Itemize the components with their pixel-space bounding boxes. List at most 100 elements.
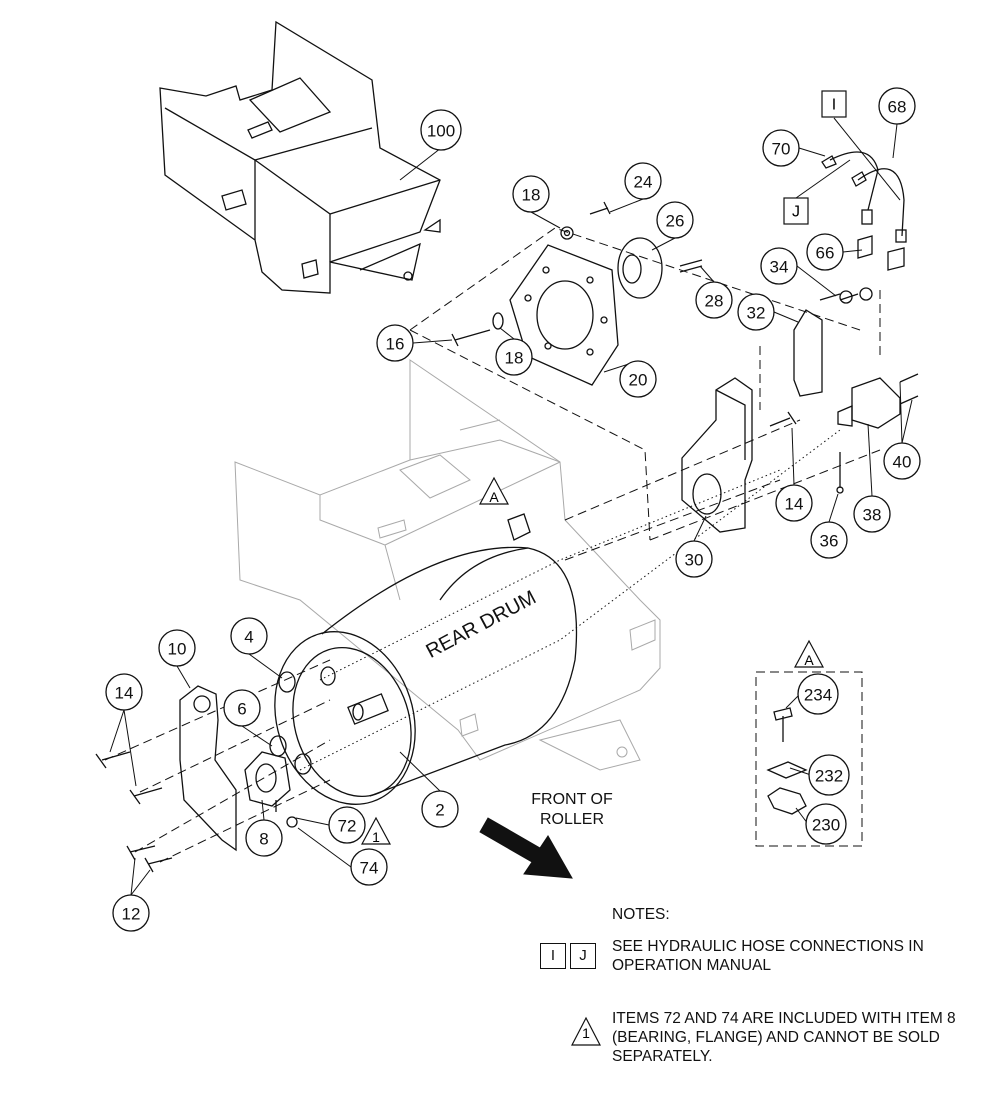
callout-number: 18: [522, 186, 541, 205]
callout-circle: [495, 338, 533, 376]
note1-text: SEE HYDRAULIC HOSE CONNECTIONS IN OPERAT…: [612, 938, 924, 974]
callout-c2: 2: [421, 790, 459, 828]
callout-circle: [853, 495, 891, 533]
callout-number: 232: [815, 767, 843, 786]
callout-c20: 20: [619, 360, 657, 398]
square-tag-tagJ: J: [783, 197, 809, 225]
callout-number: 72: [338, 817, 357, 836]
callout-circle: [619, 360, 657, 398]
front-of-roller-label-line2: ROLLER: [540, 811, 604, 828]
front-direction-arrow: [479, 817, 573, 879]
callout-circle: [656, 201, 694, 239]
callout-number: 24: [634, 173, 653, 192]
callout-circle: [878, 87, 916, 125]
triangle-tag-label: A: [804, 652, 814, 668]
callout-number: 16: [386, 335, 405, 354]
detail-a-box: [507, 513, 863, 847]
callout-c26: 26: [656, 201, 694, 239]
callout-circle: [420, 109, 462, 151]
right-bracket-group: [681, 287, 919, 533]
callout-number: 40: [893, 453, 912, 472]
callout-circle: [737, 293, 775, 331]
callout-circle: [805, 803, 847, 845]
callout-c28: 28: [695, 281, 733, 319]
callout-number: 32: [747, 304, 766, 323]
triangle-tag-label: 1: [372, 829, 380, 845]
callout-circle: [350, 848, 388, 886]
callout-c34: 34: [760, 247, 798, 285]
callout-number: 230: [812, 816, 840, 835]
callout-c72: 72: [328, 806, 366, 844]
callout-number: 14: [115, 684, 134, 703]
callout-circle: [762, 129, 800, 167]
left-bracket-group: [95, 666, 336, 873]
front-of-roller-label-line1: FRONT OF: [531, 791, 613, 808]
callout-number: 6: [237, 700, 246, 719]
callout-c24: 24: [624, 162, 662, 200]
callout-number: 4: [244, 628, 253, 647]
callout-number: 2: [435, 801, 444, 820]
callout-number: 100: [427, 122, 455, 141]
callout-c18b: 18: [495, 338, 533, 376]
square-tag-layer: IJ: [783, 90, 847, 225]
callout-c36: 36: [810, 521, 848, 559]
callout-number: 70: [772, 140, 791, 159]
callout-number: 68: [888, 98, 907, 117]
notes-title: NOTES:: [612, 906, 670, 923]
callout-circle: [775, 484, 813, 522]
callout-c66: 66: [806, 233, 844, 271]
callout-c14a: 14: [775, 484, 813, 522]
callout-c6: 6: [223, 689, 261, 727]
callout-c8: 8: [245, 819, 283, 857]
callout-number: 10: [168, 640, 187, 659]
callout-number: 234: [804, 686, 832, 705]
callout-circle: [883, 442, 921, 480]
callout-number: 8: [259, 830, 268, 849]
callout-circle: [695, 281, 733, 319]
callout-c32: 32: [737, 293, 775, 331]
callout-c232: 232: [808, 754, 850, 796]
callout-number: 66: [816, 244, 835, 263]
callout-circle: [624, 162, 662, 200]
triangle-tag-tri1: 1: [360, 816, 392, 845]
note-tag-j: J: [570, 943, 596, 969]
upper-frame-100: [159, 20, 441, 294]
callout-number: 14: [785, 495, 804, 514]
callout-c38: 38: [853, 495, 891, 533]
callout-circle: [797, 673, 839, 715]
assembly-lines: [104, 227, 881, 863]
callout-c230: 230: [805, 803, 847, 845]
callout-c70: 70: [762, 129, 800, 167]
note-triangle-label: 1: [582, 1025, 590, 1041]
callout-c18a: 18: [512, 175, 550, 213]
callout-c68: 68: [878, 87, 916, 125]
callout-circle: [230, 617, 268, 655]
square-tag-label: I: [832, 97, 836, 114]
triangle-tag-layer: AA1: [360, 476, 825, 845]
note-triangle-icon: 1: [571, 1016, 601, 1046]
callout-circle: [105, 673, 143, 711]
callout-number: 12: [122, 905, 141, 924]
callout-number: 34: [770, 258, 789, 277]
square-tag-label: J: [792, 204, 800, 221]
callout-circle: [810, 521, 848, 559]
callout-number: 26: [666, 212, 685, 231]
callout-number: 18: [505, 349, 524, 368]
callout-number: 30: [685, 551, 704, 570]
callout-circle: [760, 247, 798, 285]
callout-c16: 16: [376, 324, 414, 362]
hose-group: [821, 151, 907, 271]
callout-circle: [808, 754, 850, 796]
callout-c10: 10: [158, 629, 196, 667]
callout-c74: 74: [350, 848, 388, 886]
callout-number: 28: [705, 292, 724, 311]
callout-number: 74: [360, 859, 379, 878]
callout-c234: 234: [797, 673, 839, 715]
callout-circle: [376, 324, 414, 362]
callout-circle: [675, 540, 713, 578]
rear-drum-label: REAR DRUM: [423, 587, 540, 663]
callout-circle: [806, 233, 844, 271]
callout-c14b: 14: [105, 673, 143, 711]
callout-number: 36: [820, 532, 839, 551]
